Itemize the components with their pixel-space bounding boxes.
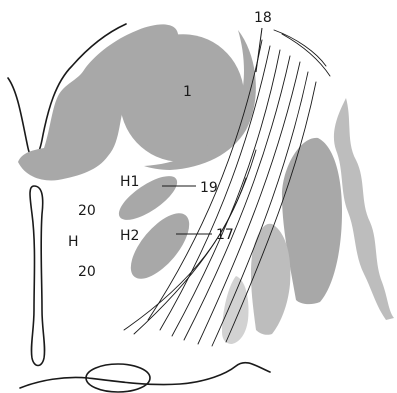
leader-18	[256, 28, 262, 72]
label-lower-zona: 20	[78, 264, 96, 280]
label-h2-marker: 17	[216, 227, 234, 243]
label-large-nucleus: 1	[183, 84, 192, 100]
label-upper-zona: 20	[78, 203, 96, 219]
bottom-oval	[86, 364, 150, 392]
bottom-contour	[20, 363, 270, 388]
small-light-segment	[222, 276, 249, 344]
dark-lateral-segment	[282, 138, 342, 304]
label-h1-field: H1	[120, 174, 139, 190]
lateral-wavy-band	[334, 98, 394, 320]
label-h2-field: H2	[120, 228, 139, 244]
label-top-marker: 18	[254, 10, 272, 26]
label-h-field: H	[68, 234, 79, 250]
ventricle-slit	[30, 186, 45, 366]
label-h1-marker: 19	[200, 180, 218, 196]
